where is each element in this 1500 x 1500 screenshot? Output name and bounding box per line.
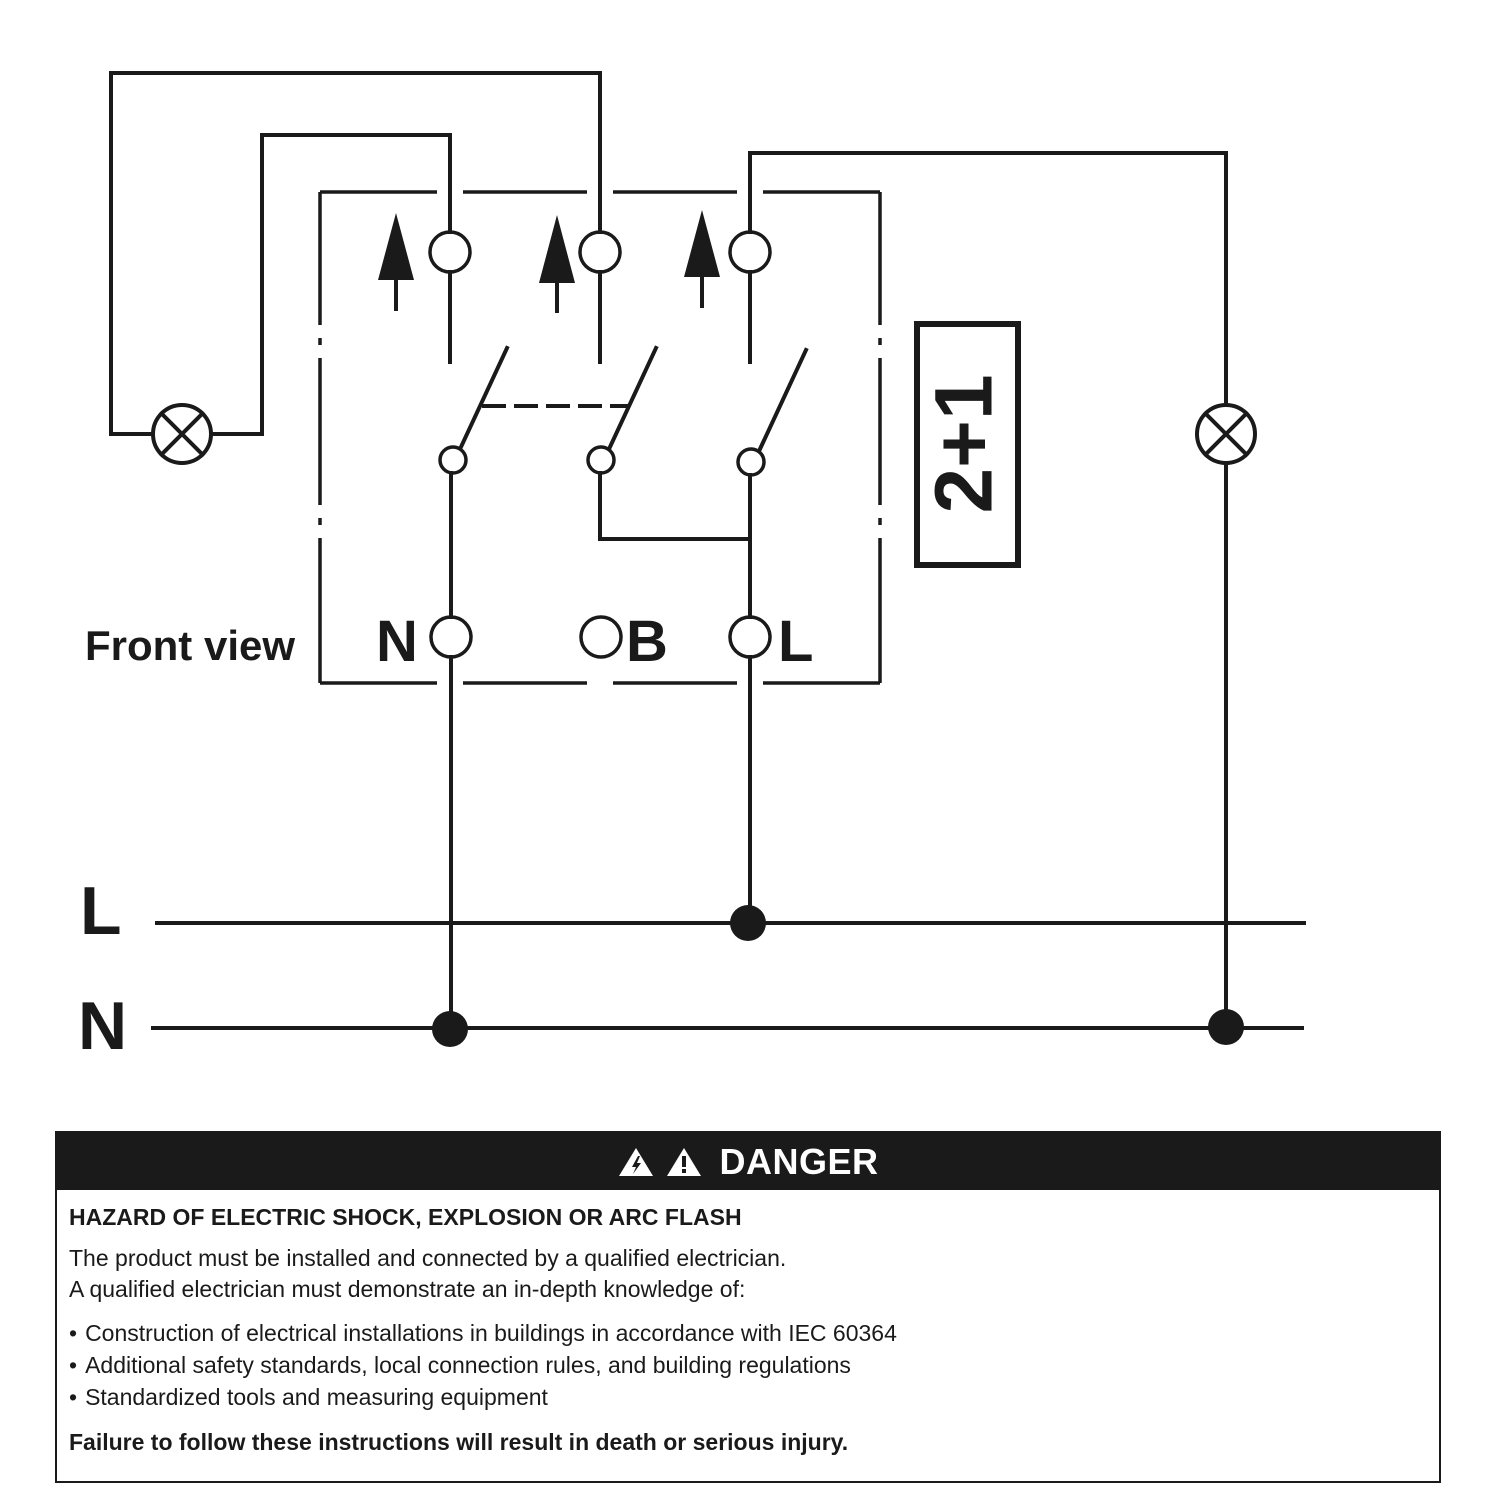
switch-contacts — [438, 345, 809, 477]
supply-wires — [449, 655, 752, 1032]
list-item: Additional safety standards, local conne… — [69, 1349, 1427, 1381]
badge: 2+1 — [914, 321, 1021, 568]
terminal-n-label: N — [376, 609, 418, 674]
danger-body: HAZARD OF ELECTRIC SHOCK, EXPLOSION OR A… — [57, 1190, 1439, 1456]
terminal-b-label: B — [626, 609, 668, 674]
instruction-line: The product must be installed and connec… — [69, 1245, 787, 1271]
hazard-title: HAZARD OF ELECTRIC SHOCK, EXPLOSION OR A… — [69, 1204, 742, 1230]
up-arrow-icon — [378, 210, 720, 313]
bottom-terminals — [429, 615, 772, 659]
output-terminals — [428, 230, 772, 364]
front-view-label: Front view — [85, 622, 295, 669]
right-lamp-icon — [1195, 403, 1257, 465]
general-warning-icon — [667, 1147, 702, 1176]
consequence-warning: Failure to follow these instructions wil… — [69, 1429, 849, 1455]
device-housing — [318, 190, 882, 685]
danger-title: DANGER — [719, 1140, 879, 1182]
requirements-list: Construction of electrical installations… — [69, 1317, 1427, 1413]
left-lamp-circuit — [109, 71, 602, 436]
wiring-diagram: Front view N B L 2+1 L N — [78, 71, 1306, 1064]
danger-notice: DANGER HAZARD OF ELECTRIC SHOCK, EXPLOSI… — [55, 1131, 1441, 1483]
internal-wiring — [449, 471, 752, 619]
mains-lines — [151, 905, 1306, 1047]
line-n-label: N — [78, 988, 127, 1064]
danger-header: DANGER — [57, 1133, 1439, 1190]
list-item: Standardized tools and measuring equipme… — [69, 1381, 1427, 1413]
instruction-line: A qualified electrician must demonstrate… — [69, 1276, 746, 1302]
line-l-label: L — [80, 873, 122, 949]
right-lamp-circuit — [748, 151, 1228, 1028]
left-lamp-icon — [151, 403, 213, 465]
terminal-l-label: L — [778, 609, 813, 674]
electric-shock-warning-icon — [619, 1147, 654, 1176]
list-item: Construction of electrical installations… — [69, 1317, 1427, 1349]
badge-label: 2+1 — [919, 374, 1010, 513]
